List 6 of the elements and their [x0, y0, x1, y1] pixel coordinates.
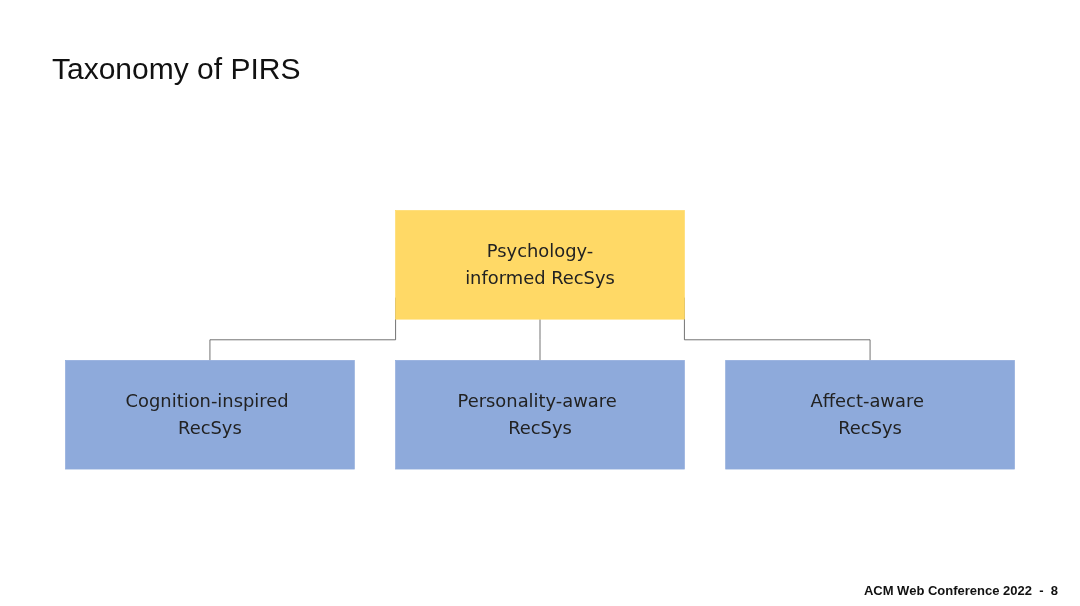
node-box: Cognition-inspired RecSys [65, 360, 355, 470]
slide-title: Taxonomy of PIRS [52, 52, 301, 86]
node-box: Affect-aware RecSys [725, 360, 1015, 470]
node-box: Personality-aware RecSys [395, 360, 685, 470]
footer-text: ACM Web Conference 2022 - 8 [863, 583, 1058, 598]
node-box: Psychology-informed RecSys [395, 210, 685, 320]
